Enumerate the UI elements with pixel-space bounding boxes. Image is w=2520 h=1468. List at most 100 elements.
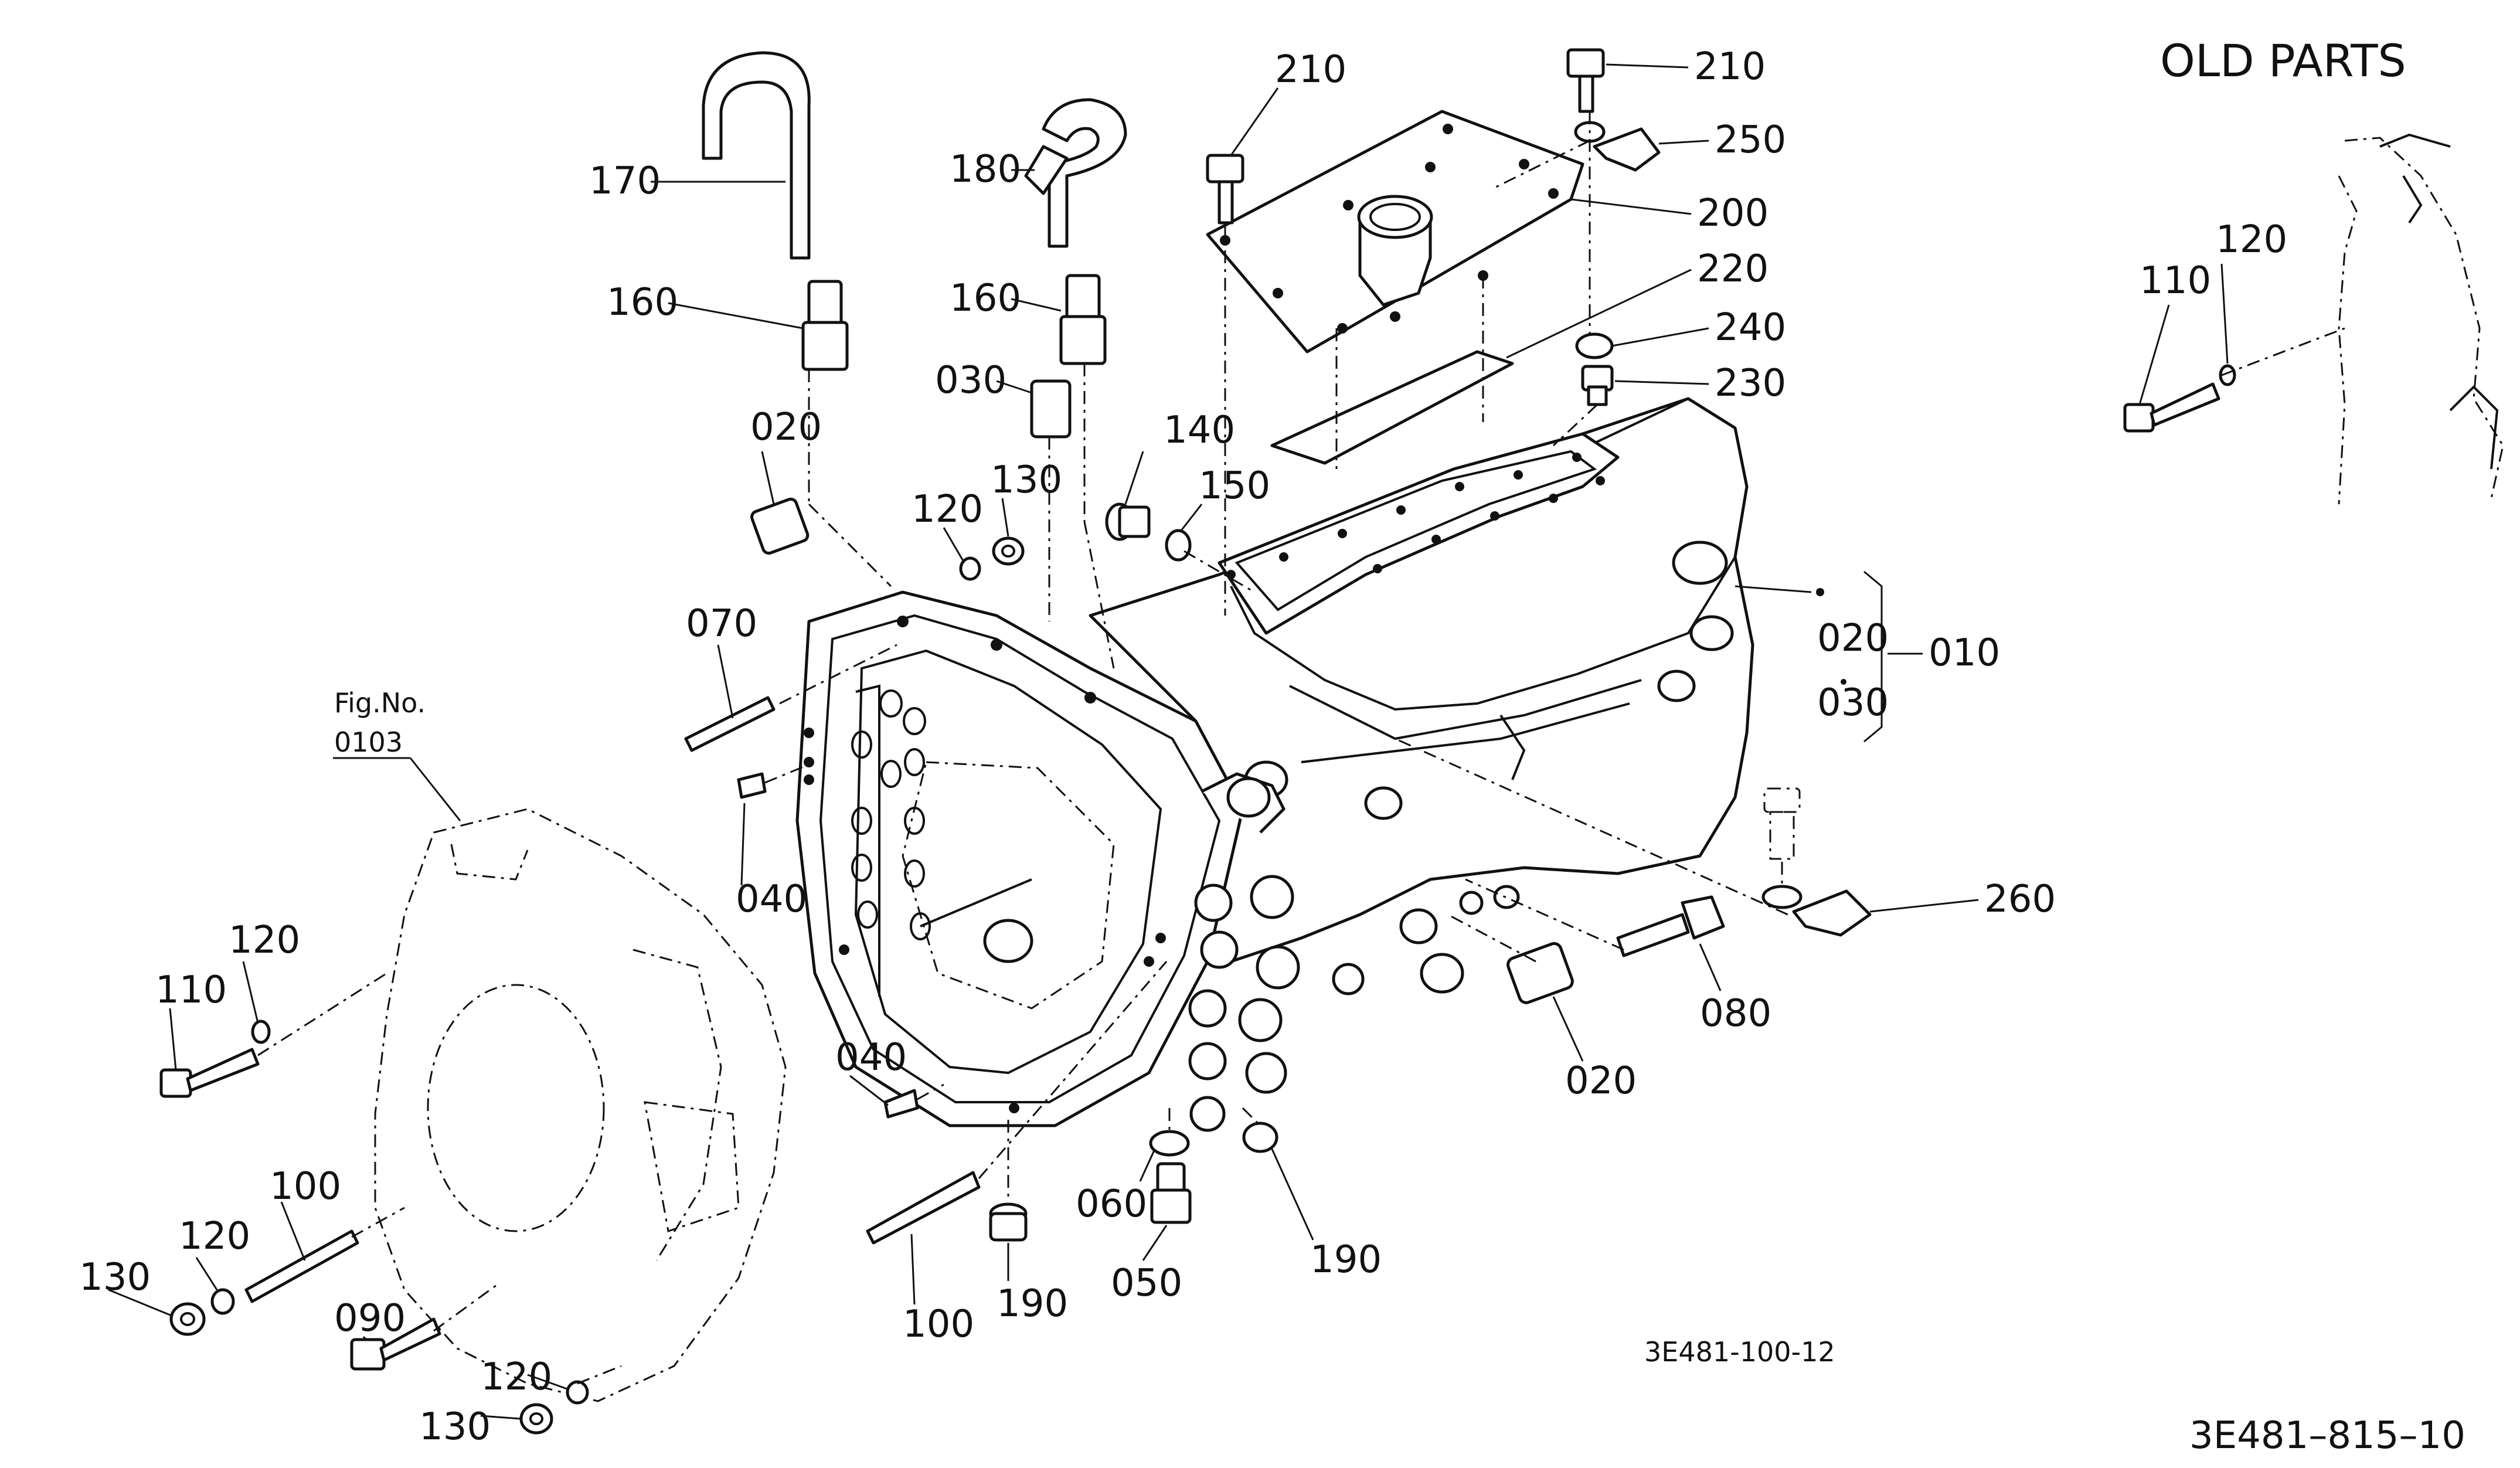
callout-c030b: 030 [1817,681,1889,725]
callout-c110a: 110 [155,969,227,1012]
stud-070 [684,696,776,752]
bolt-210a [1206,154,1244,225]
callout-c130a: 130 [991,458,1062,502]
plug-050 [1150,1162,1192,1224]
washer-120c [210,1288,235,1315]
bolt-080 [1616,895,1725,957]
callout-c020c: 020 [1565,1059,1637,1103]
callout-c010: 010 [1929,631,2000,675]
callout-c120a: 120 [912,488,983,531]
plug-140 [1105,502,1151,541]
callout-c130c: 130 [419,1405,491,1449]
pin-040a [737,772,767,799]
washer-060 [1149,1130,1190,1157]
washer-120b [251,1020,271,1044]
stud-100b [866,1171,981,1245]
callout-c170: 170 [589,159,661,203]
pipe-sleeve-160b [1059,274,1107,365]
callout-c100b: 100 [903,1303,974,1346]
figure-ref-number: 0103 [334,726,403,758]
clip-260 [1792,889,1872,937]
callout-c050: 050 [1111,1262,1182,1305]
plug-190a [989,1202,1028,1242]
callout-c020b: 020 [1817,617,1889,660]
plug-230 [1581,365,1614,406]
callout-c160a: 160 [607,281,678,324]
callout-c120b: 120 [229,919,300,962]
washer-260 [1761,885,1803,909]
clutch-housing-cutouts [851,689,931,940]
callout-c230: 230 [1715,362,1786,405]
bushing-030 [1030,379,1072,439]
plug-190b [1242,1122,1278,1153]
breather-pipe-180 [1042,98,1127,248]
old-parts-title: OLD PARTS [2160,35,2406,87]
nut-130a [992,536,1025,566]
callout-dot-a [1816,588,1824,596]
drawing-code-inner: 3E481-100-12 [1644,1336,1835,1368]
callout-c210b: 210 [1694,45,1766,89]
callout-c040b: 040 [835,1036,907,1079]
bolt-210b [1566,48,1605,113]
flange-bolt-holes [804,616,1166,1113]
callout-c150: 150 [1199,464,1270,508]
pin-040b [883,1089,919,1119]
stud-100a [244,1229,359,1303]
o-ring-150 [1165,529,1192,562]
clutch-housing [795,590,1244,1127]
callout-c060: 060 [1076,1182,1147,1226]
bolt-110a [159,1048,260,1098]
callout-c020a: 020 [750,406,822,449]
dowel-020b [1506,942,1574,1004]
callout-c030a: 030 [935,359,1006,402]
callout-c200: 200 [1697,192,1769,235]
pipe-tip-180 [1024,145,1069,195]
callout-c220: 220 [1697,247,1769,291]
gasket-220 [1270,350,1514,465]
callout-c250: 250 [1715,118,1786,162]
dowel-020a [750,497,810,555]
pipe-sleeve-160a [801,280,849,371]
top-cover-200 [1206,110,1584,354]
callout-c120e: 120 [2216,218,2287,261]
clip-250 [1593,127,1661,172]
drain-plug-260 [1763,787,1801,860]
callout-c140: 140 [1164,409,1235,452]
callout-c110b: 110 [2140,259,2211,303]
callout-c120d: 120 [481,1355,552,1399]
callout-c180: 180 [950,148,1021,191]
washer-240 [1575,332,1614,359]
figure-ref-leader [409,757,461,821]
callout-c130b: 130 [79,1256,151,1299]
callout-c240: 240 [1715,306,1786,349]
nut-130b [169,1302,206,1336]
figure-ref-label: Fig.No. [334,687,426,719]
callout-c040a: 040 [736,878,807,921]
old-parts-inset [2123,133,2504,505]
transmission-case [1089,397,1754,1132]
callout-c120c: 120 [179,1215,250,1258]
callout-dot-b [1841,679,1846,685]
bolt-090 [350,1317,441,1371]
leader-lines [108,63,2229,1420]
callout-c190b: 190 [1310,1238,1382,1282]
nut-130c [519,1403,553,1435]
callout-c090: 090 [334,1297,406,1340]
callout-c100a: 100 [270,1165,341,1208]
case-side-bosses [1188,875,1520,1132]
breather-pipe-170 [702,51,811,260]
flywheel-housing [374,808,787,1402]
callout-c210a: 210 [1275,48,1346,91]
callout-c190a: 190 [997,1282,1068,1326]
washer-120a [959,556,981,581]
callout-c260: 260 [1984,878,2056,921]
case-top-bolt-holes [1226,453,1605,579]
callout-c160b: 160 [950,277,1021,320]
assembly-lines [257,111,2345,1385]
callout-c080: 080 [1700,992,1771,1035]
drawing-code-outer: 3E481–815–10 [2189,1414,2465,1457]
callout-c070: 070 [686,602,757,645]
washer-120d [566,1380,589,1405]
